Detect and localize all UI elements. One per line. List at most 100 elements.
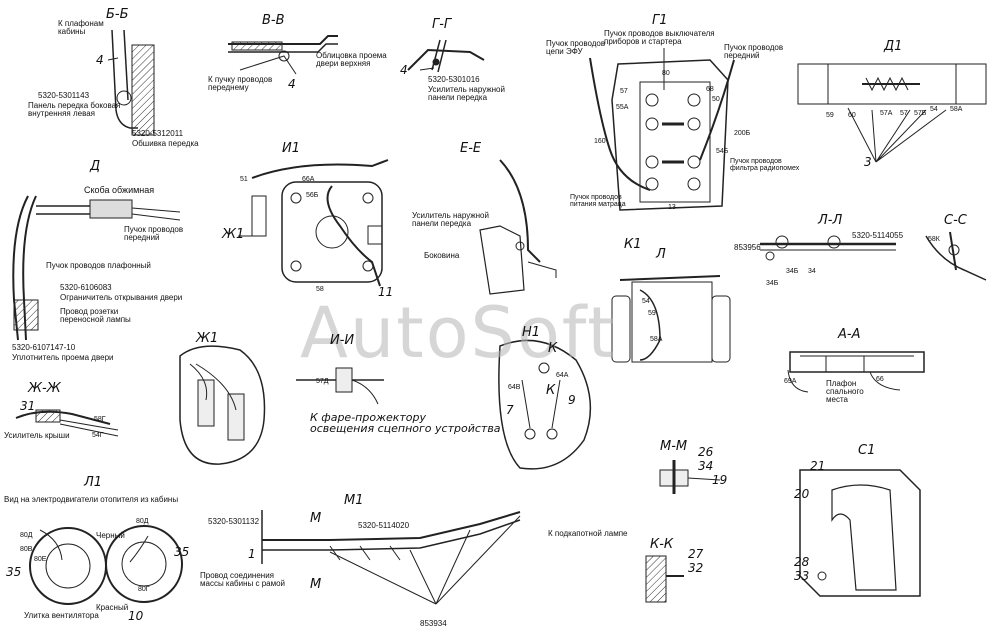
section-title-k1: К1 xyxy=(624,237,642,252)
part-5320-6106083: 5320-6106083 xyxy=(60,283,112,292)
section-mm-drawing xyxy=(659,460,721,494)
section-title-vv: В-В xyxy=(262,13,285,28)
section-title-aa: А-А xyxy=(838,327,861,342)
wire-tag: 66 xyxy=(876,376,884,383)
label-filter: Пучок проводов фильтра радиопомех xyxy=(730,158,800,172)
label-trim: Обшивка передка xyxy=(132,139,199,148)
callout-10: 10 xyxy=(128,609,144,623)
label-hood-lamp: К подкапотной лампе xyxy=(548,529,628,538)
wire-tag: 34 xyxy=(808,268,816,275)
label-black: Черный xyxy=(96,531,125,540)
part-5320-5301143: 5320-5301143 xyxy=(38,91,90,100)
wire-tag: 64А xyxy=(556,372,569,379)
label-clamp: Скоба обжимная xyxy=(84,185,155,195)
wire-tag: 58А xyxy=(650,336,663,343)
section-title-cc: С-С xyxy=(944,213,967,228)
wire-tag: 59 xyxy=(826,112,834,119)
wire-tag: 80 xyxy=(662,70,670,77)
callout-32: 32 xyxy=(688,561,704,575)
wire-tag: 13 xyxy=(668,204,676,211)
wire-tag: 57 xyxy=(900,110,908,117)
section-gg-drawing xyxy=(407,39,485,73)
wire-tag: 58Г xyxy=(94,416,106,423)
wire-tag: 80Е xyxy=(34,556,47,563)
part-5320-5114055: 5320-5114055 xyxy=(852,231,904,240)
section-aa-drawing xyxy=(787,351,925,393)
callout-35-left: 35 xyxy=(6,565,22,579)
part-5320-5114020: 5320-5114020 xyxy=(358,521,410,530)
section-k1-drawing xyxy=(611,275,731,363)
label-front-harness-g1: Пучок проводов передний xyxy=(724,43,784,60)
callout-1: 1 xyxy=(248,547,256,561)
section-kk-drawing xyxy=(645,555,684,603)
part-5320-5301016: 5320-5301016 xyxy=(428,75,480,84)
section-title-d1: Д1 xyxy=(884,39,903,54)
section-bb-drawing xyxy=(107,29,155,136)
wire-tag: 58 xyxy=(316,286,324,293)
callout-7: 7 xyxy=(506,403,514,417)
callout-zh1: Ж1 xyxy=(222,227,245,242)
callout-21: 21 xyxy=(810,459,826,473)
wire-tag: 80В xyxy=(20,546,33,553)
wire-tag: 56Б xyxy=(306,192,319,199)
section-title-mm: М-М xyxy=(660,439,688,454)
section-title-c1: С1 xyxy=(858,443,876,458)
wire-tag: 34Б xyxy=(766,280,779,287)
section-title-gg: Г-Г xyxy=(432,17,452,32)
section-title-l1: Л1 xyxy=(84,475,103,490)
section-l1-drawing xyxy=(29,525,183,605)
wire-tag: 54 xyxy=(642,298,650,305)
callout-m-bottom: М xyxy=(310,577,322,592)
callout-4-bb: 4 xyxy=(96,53,104,67)
section-title-d: Д xyxy=(90,159,101,174)
wire-tag: 55А xyxy=(616,104,629,111)
label-socket: Провод розетки переносной лампы xyxy=(60,307,131,324)
label-seal: Уплотнитель проема двери xyxy=(12,353,114,362)
section-g1-drawing xyxy=(589,48,735,211)
label-heater-view: Вид на электродвигатели отопителя из каб… xyxy=(4,495,179,504)
label-roof-reinf: Усилитель крыши xyxy=(4,431,70,440)
wire-tag: 59 xyxy=(648,310,656,317)
label-front-harness-d: Пучок проводов передний xyxy=(124,225,184,242)
label-side: Боковина xyxy=(424,251,460,260)
section-zh1-drawing xyxy=(179,345,266,465)
section-m1-drawing xyxy=(261,510,521,605)
section-zhzh-drawing xyxy=(15,409,119,437)
callout-4-vv: 4 xyxy=(288,77,296,91)
section-title-g1: Г1 xyxy=(652,13,668,28)
wire-tag: 80Д xyxy=(136,518,149,525)
label-ground-wire: Провод соединения массы кабины с рамой xyxy=(200,571,286,588)
label-limiter: Ограничитель открывания двери xyxy=(60,293,183,302)
wire-tag: 57Б xyxy=(914,110,927,117)
label-efu: Пучок проводов цепи ЭФУ xyxy=(546,39,606,56)
section-c1-drawing xyxy=(799,469,921,597)
callout-m-top: М xyxy=(310,511,322,526)
label-reinf-gg: Усилитель наружной панели передка xyxy=(428,85,505,102)
section-title-bb: Б-Б xyxy=(106,7,129,22)
section-n1-drawing xyxy=(498,339,592,470)
callout-19: 19 xyxy=(712,473,728,487)
section-cc-drawing xyxy=(925,231,987,281)
section-ll-drawing xyxy=(760,235,896,261)
label-to-harness: К пучку проводов переднему xyxy=(208,75,273,92)
section-title-ee: Е-Е xyxy=(460,141,482,156)
section-title-ll: Л-Л xyxy=(818,213,843,228)
callout-3: 3 xyxy=(864,155,872,169)
callout-27: 27 xyxy=(688,547,704,561)
wire-tag: 80Г xyxy=(138,586,150,593)
label-mat: Пучок проводов питания матраца xyxy=(570,194,626,208)
section-vv-drawing xyxy=(228,35,338,75)
wire-tag: 200Б xyxy=(734,130,751,137)
section-title-i1: И1 xyxy=(282,141,300,156)
wire-tag: 51 xyxy=(240,176,248,183)
callout-4-gg: 4 xyxy=(400,63,408,77)
wire-tag: 69А xyxy=(784,378,797,385)
part-853934: 853934 xyxy=(420,619,447,628)
wire-tag: 54 xyxy=(930,106,938,113)
label-headlamp-note: К фаре-прожектору освещения сцепного уст… xyxy=(310,411,501,435)
section-ee-drawing xyxy=(479,159,557,295)
wire-tag: 68 xyxy=(706,86,714,93)
section-title-zh1: Ж1 xyxy=(196,331,219,346)
